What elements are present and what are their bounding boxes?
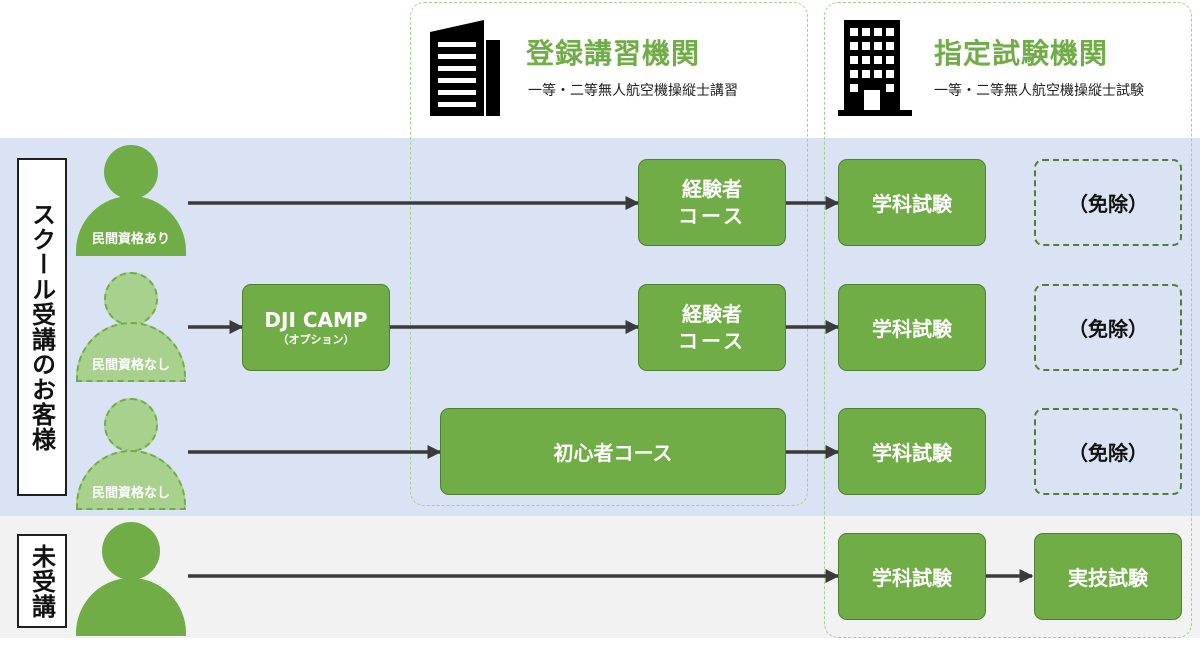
person-head xyxy=(102,522,160,580)
practical-exam-box: 実技試験 xyxy=(1034,533,1182,620)
written-exam-box: 学科試験 xyxy=(838,533,986,620)
experienced-course-box: 経験者 コース xyxy=(638,284,786,371)
exempt-box: （免除） xyxy=(1034,159,1182,246)
office-building-icon xyxy=(430,20,500,116)
designated-institution-zone xyxy=(824,2,1192,638)
office-building-icon xyxy=(838,20,912,116)
written-exam-box: 学科試験 xyxy=(838,159,986,246)
experienced-course-box: 経験者 コース xyxy=(638,159,786,246)
person-head xyxy=(104,145,158,199)
school-customers-label: スクール受講のお客様 xyxy=(17,158,67,496)
no-course-label: 未受講 xyxy=(17,534,67,628)
designated-institution-title: 指定試験機関 xyxy=(934,37,1109,70)
written-exam-box: 学科試験 xyxy=(838,408,986,495)
written-exam-box: 学科試験 xyxy=(838,284,986,371)
dji-camp-box: DJI CAMP （オプション） xyxy=(242,284,390,371)
person-head xyxy=(104,398,158,452)
registered-institution-subtitle: 一等・二等無人航空機操縦士講習 xyxy=(528,83,738,99)
exempt-box: （免除） xyxy=(1034,408,1182,495)
registered-institution-zone xyxy=(410,2,808,506)
beginner-course-box: 初心者コース xyxy=(440,408,786,495)
registered-institution-title: 登録講習機関 xyxy=(526,37,701,70)
designated-institution-subtitle: 一等・二等無人航空機操縦士試験 xyxy=(934,83,1144,99)
exempt-box: （免除） xyxy=(1034,284,1182,371)
